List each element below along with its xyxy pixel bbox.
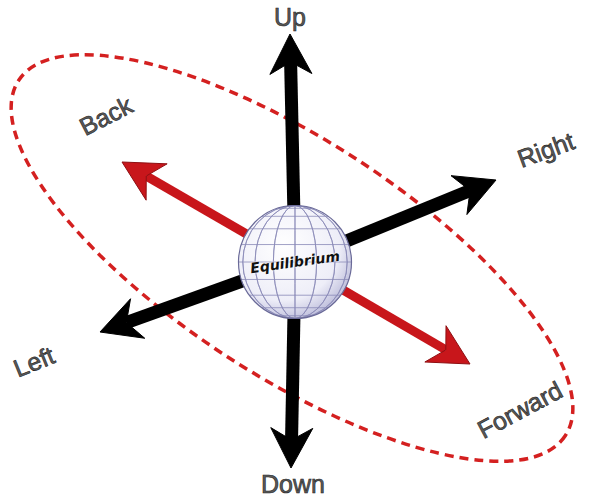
sphere-body: [239, 206, 352, 319]
direction-label: Forward: [470, 374, 570, 445]
direction-label: Left: [7, 340, 62, 385]
forward-arrow-head: [425, 326, 470, 364]
sphere-grid: [237, 206, 353, 319]
direction-label: Right: [511, 125, 581, 174]
up-arrow-head: [270, 34, 312, 74]
down-arrow-head: [271, 428, 313, 468]
equilibrium-sphere: Equilibrium: [237, 204, 353, 320]
direction-label: Down: [258, 470, 328, 499]
right-arrow-head: [451, 176, 496, 215]
back-arrow-head: [122, 162, 167, 200]
direction-label: Up: [271, 3, 309, 32]
left-arrow-head: [100, 299, 145, 339]
direction-label: Back: [72, 89, 140, 143]
direction-arrows: [100, 34, 496, 468]
sphere-outline: [239, 206, 352, 319]
